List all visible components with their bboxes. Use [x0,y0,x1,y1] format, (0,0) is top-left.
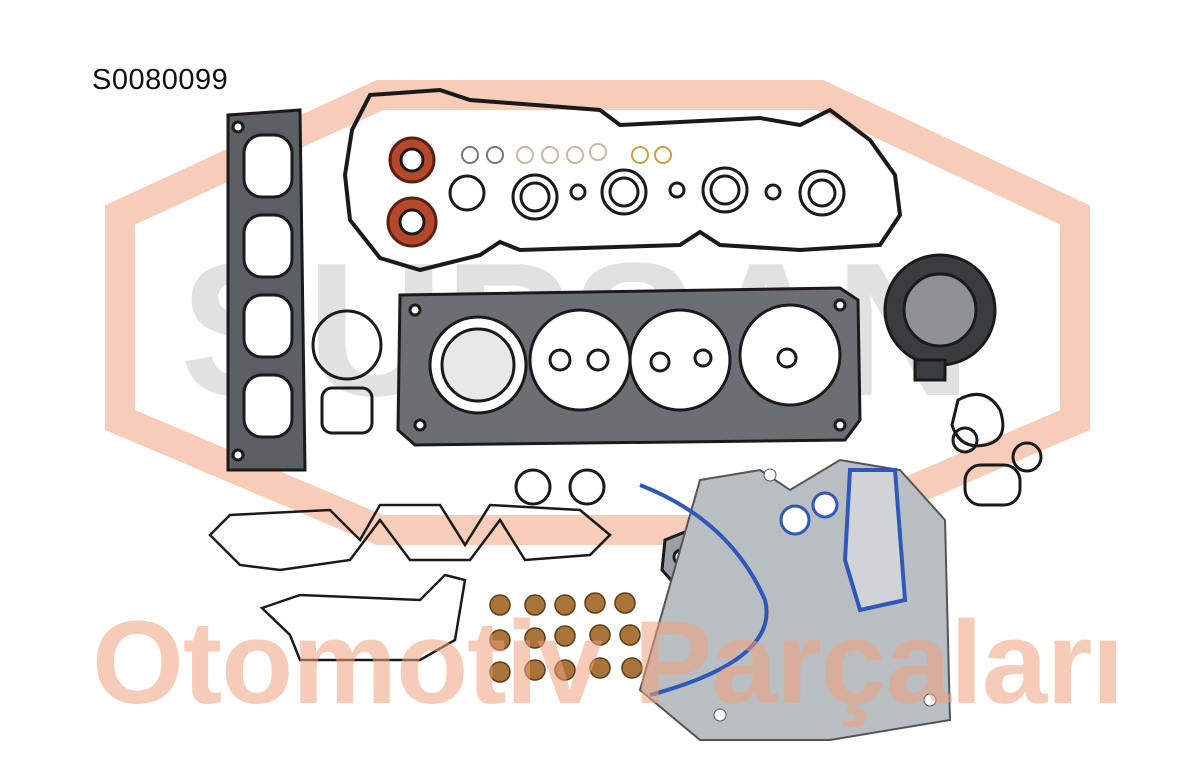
watermark-tagline: Otomotiv Parçaları [92,597,1124,729]
oil-filter-seals [950,392,1043,507]
thermostat-seals [311,309,383,435]
cylinder-head-gasket [396,286,862,447]
spark-plug-seals [448,166,846,221]
o-ring [568,468,606,506]
valve-stem-seals [489,592,643,683]
timing-cover-gasket [638,458,952,741]
crankshaft-seals [386,136,438,248]
valve-cover-gasket [342,87,903,273]
part-number: S0080099 [92,64,229,96]
rear-main-seal [883,253,997,382]
oil-cover-gasket [259,573,467,662]
manifold-gasket [226,108,307,472]
o-ring [514,468,552,506]
small-o-rings [461,143,672,164]
intake-manifold-gasket [208,503,612,572]
